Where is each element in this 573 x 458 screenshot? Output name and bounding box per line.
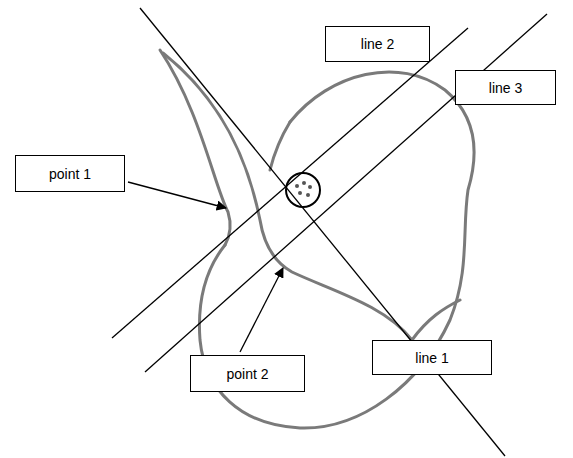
leader-line — [128, 182, 226, 208]
leader-line — [240, 268, 283, 352]
line-1 — [140, 8, 505, 456]
label-box: point 2 — [190, 355, 305, 392]
label-text: line 2 — [361, 36, 394, 52]
target-circle — [286, 173, 320, 207]
label-box: line 3 — [455, 70, 556, 105]
label-text: point 1 — [49, 166, 91, 182]
label-box: line 2 — [325, 26, 430, 62]
label-text: line 1 — [415, 350, 448, 366]
label-box: point 1 — [15, 155, 125, 192]
label-box: line 1 — [372, 340, 492, 375]
line-2 — [112, 28, 468, 338]
dots — [295, 181, 312, 197]
label-text: point 2 — [226, 366, 268, 382]
line-3 — [145, 14, 547, 372]
label-text: line 3 — [489, 80, 522, 96]
